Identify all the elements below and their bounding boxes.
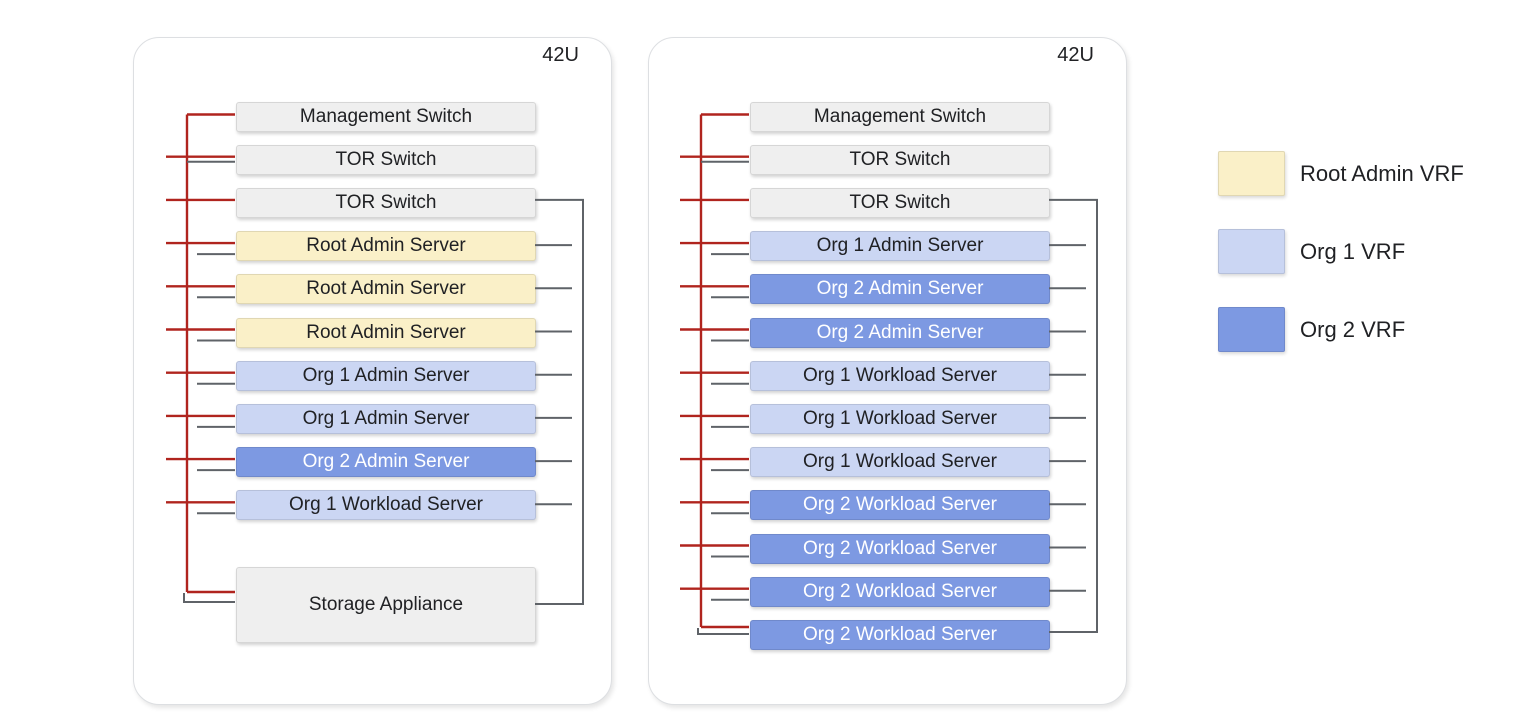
rack-2-capacity-label: 42U: [1057, 44, 1094, 66]
unit-org-2-admin-server: Org 2 Admin Server: [236, 447, 536, 478]
unit-org-1-admin-server: Org 1 Admin Server: [236, 403, 536, 434]
unit-tor-switch: TOR Switch: [236, 187, 536, 218]
unit-org-1-workload-server: Org 1 Workload Server: [750, 447, 1050, 478]
unit-org-2-admin-server: Org 2 Admin Server: [750, 317, 1050, 348]
unit-org-2-workload-server: Org 2 Workload Server: [750, 490, 1050, 521]
unit-tor-switch: TOR Switch: [750, 144, 1050, 175]
unit-root-admin-server: Root Admin Server: [236, 317, 536, 348]
legend: Root Admin VRF Org 1 VRF Org 2 VRF: [1218, 151, 1464, 352]
legend-swatch-org2: [1218, 307, 1285, 352]
unit-org-1-workload-server: Org 1 Workload Server: [750, 403, 1050, 434]
unit-management-switch: Management Switch: [750, 101, 1050, 132]
unit-org-2-workload-server: Org 2 Workload Server: [750, 533, 1050, 564]
unit-org-1-admin-server: Org 1 Admin Server: [236, 360, 536, 391]
unit-storage-appliance: Storage Appliance: [236, 567, 536, 643]
unit-root-admin-server: Root Admin Server: [236, 274, 536, 305]
legend-item-root_admin: Root Admin VRF: [1218, 151, 1464, 196]
rack-1-capacity-label: 42U: [542, 44, 579, 66]
unit-tor-switch: TOR Switch: [750, 187, 1050, 218]
legend-label: Root Admin VRF: [1300, 160, 1464, 186]
legend-item-org2: Org 2 VRF: [1218, 307, 1464, 352]
unit-management-switch: Management Switch: [236, 101, 536, 132]
unit-tor-switch: TOR Switch: [236, 144, 536, 175]
unit-org-1-workload-server: Org 1 Workload Server: [236, 490, 536, 521]
unit-org-1-admin-server: Org 1 Admin Server: [750, 231, 1050, 262]
unit-org-2-workload-server: Org 2 Workload Server: [750, 619, 1050, 650]
legend-label: Org 2 VRF: [1300, 316, 1406, 342]
legend-swatch-root_admin: [1218, 151, 1285, 196]
unit-org-2-workload-server: Org 2 Workload Server: [750, 576, 1050, 607]
legend-swatch-org1: [1218, 229, 1285, 274]
legend-label: Org 1 VRF: [1300, 238, 1406, 264]
unit-org-2-admin-server: Org 2 Admin Server: [750, 274, 1050, 305]
unit-root-admin-server: Root Admin Server: [236, 231, 536, 262]
legend-item-org1: Org 1 VRF: [1218, 229, 1464, 274]
unit-org-1-workload-server: Org 1 Workload Server: [750, 360, 1050, 391]
